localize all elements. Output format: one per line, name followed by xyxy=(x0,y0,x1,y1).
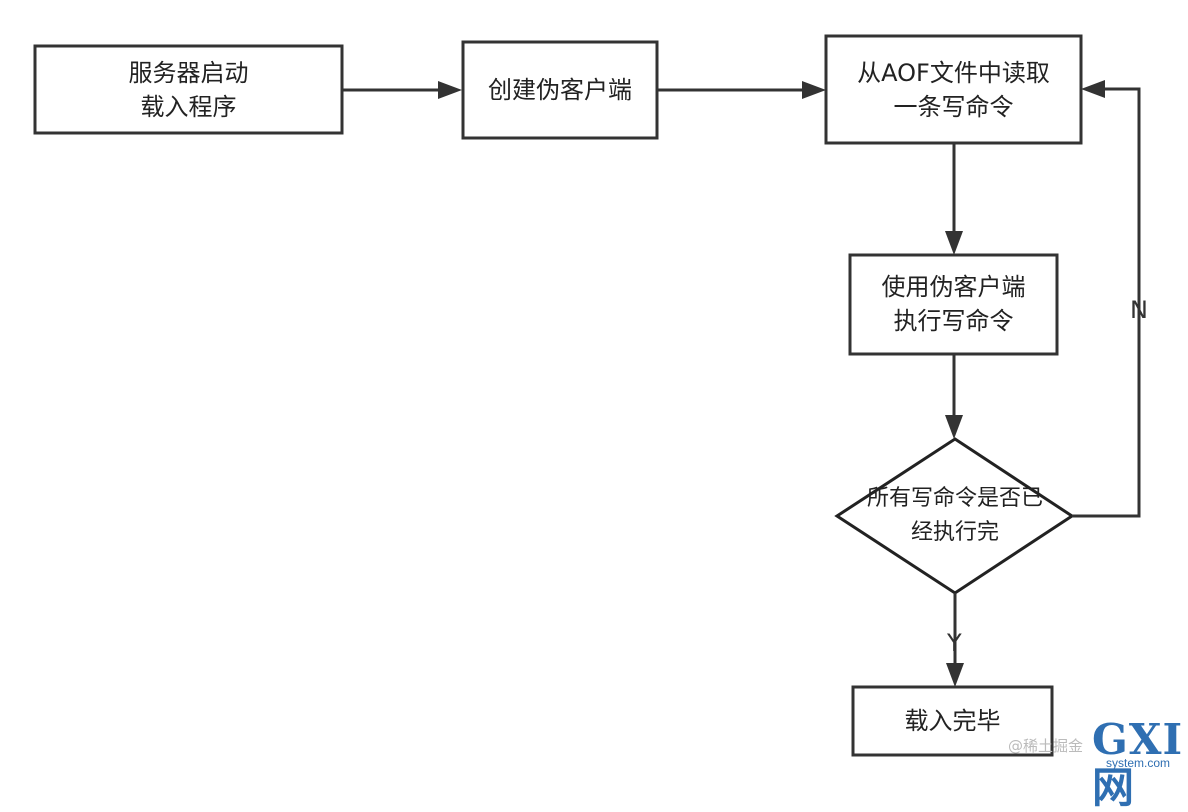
node-all-done-decision-label: 所有写命令是否已 经执行完 xyxy=(866,486,1043,545)
node-execute-command-label: 使用伪客户端 执行写命令 xyxy=(881,273,1026,335)
flowchart-canvas xyxy=(33,34,1141,757)
edge-no-label: N xyxy=(1130,296,1148,324)
node-execute-command-box xyxy=(848,253,1059,356)
node-create-fake-client-label: 创建伪客户端 xyxy=(488,76,632,104)
arrowhead-decision-to-complete xyxy=(946,663,964,687)
node-load-complete-box xyxy=(851,685,1054,757)
arrowhead-read-to-execute xyxy=(945,231,963,255)
node-read-aof-box xyxy=(824,34,1083,145)
arrowhead-start-to-create xyxy=(438,81,462,99)
node-create-fake-client-box xyxy=(461,40,659,140)
arrowhead-loop-back xyxy=(1081,80,1105,98)
node-server-start-box xyxy=(33,44,344,135)
edge-yes-label: Y xyxy=(947,629,962,657)
node-read-aof-label: 从AOF文件中读取 一条写命令 xyxy=(857,59,1050,121)
node-server-start-label: 服务器启动 载入程序 xyxy=(128,59,249,121)
site-watermark-logo: GXI网 system.com xyxy=(1092,716,1184,812)
arrowhead-create-to-read xyxy=(802,81,826,99)
site-watermark-logo-sub: system.com xyxy=(1106,756,1171,770)
edge-decision-loop-back xyxy=(1072,87,1141,518)
node-load-complete-label: 载入完毕 xyxy=(904,707,1001,735)
arrowhead-execute-to-decision xyxy=(945,415,963,439)
juejin-watermark: @稀土掘金 xyxy=(1008,737,1084,755)
